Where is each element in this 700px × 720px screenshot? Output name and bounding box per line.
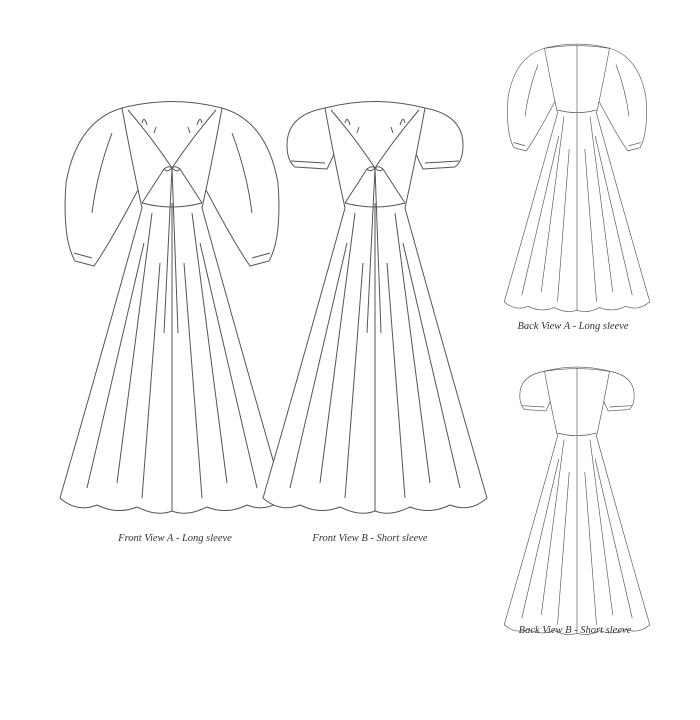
bodice-seam — [141, 168, 203, 204]
skirt-seam — [183, 262, 203, 499]
sleeve-cuff — [513, 142, 526, 147]
neck-gathers — [344, 119, 406, 134]
waist-seam — [557, 109, 597, 113]
skirt-seam — [344, 262, 364, 499]
skirt-seam — [289, 242, 348, 489]
sleeve — [598, 47, 647, 152]
waist-seam — [557, 432, 597, 436]
sleeve-fold — [91, 132, 113, 214]
skirt-seam — [589, 116, 614, 293]
sleeve-cuff — [73, 252, 93, 259]
skirt-seam — [191, 212, 228, 484]
sleeve — [64, 107, 140, 267]
tie-strings — [163, 167, 179, 334]
skirt-seam — [199, 242, 258, 489]
skirt-seam — [557, 148, 570, 302]
front-view-a-drawing — [59, 101, 285, 514]
skirt-seam — [116, 212, 153, 484]
skirt-seam — [319, 212, 356, 484]
back-view-b-drawing — [503, 366, 651, 635]
skirt-seam — [594, 458, 633, 619]
sleeve-fold — [615, 64, 630, 117]
skirt-seam — [141, 262, 161, 499]
front-view-b-drawing — [262, 101, 488, 514]
sleeve-cuff — [290, 160, 326, 164]
caption-front-view-b: Front View B - Short sleeve — [312, 533, 428, 544]
sleeve — [204, 107, 280, 267]
skirt-seam — [540, 439, 565, 616]
neck-gathers — [141, 119, 203, 134]
caption-back-view-a: Back View A - Long sleeve — [517, 321, 629, 332]
sleeve-cuff — [251, 252, 271, 259]
tie-strings — [366, 167, 382, 334]
sleeve-cuff — [628, 142, 641, 147]
skirt-seam — [594, 135, 633, 296]
waist-seam — [344, 202, 406, 208]
sleeve-fold — [524, 64, 539, 117]
caption-back-view-b: Back View B - Short sleeve — [518, 625, 632, 636]
skirt-seam — [386, 262, 406, 499]
skirt-seam — [557, 471, 570, 625]
skirt-seam — [584, 148, 597, 302]
caption-front-view-a: Front View A - Long sleeve — [118, 533, 232, 544]
skirt-seam — [521, 135, 560, 296]
skirt-seam — [394, 212, 431, 484]
sleeve-cuff — [424, 160, 460, 164]
bodice-seam — [344, 168, 406, 204]
sleeve — [507, 47, 556, 152]
sleeve-fold — [231, 132, 253, 214]
sleeve-cuff — [609, 405, 632, 408]
skirt-seam — [540, 116, 565, 293]
waist-seam — [141, 202, 203, 208]
skirt-seam — [589, 439, 614, 616]
skirt-seam — [584, 471, 597, 625]
back-view-a-drawing — [503, 43, 651, 312]
skirt-seam — [521, 458, 560, 619]
skirt-seam — [402, 242, 461, 489]
skirt-seam — [86, 242, 145, 489]
sleeve-cuff — [522, 405, 545, 408]
